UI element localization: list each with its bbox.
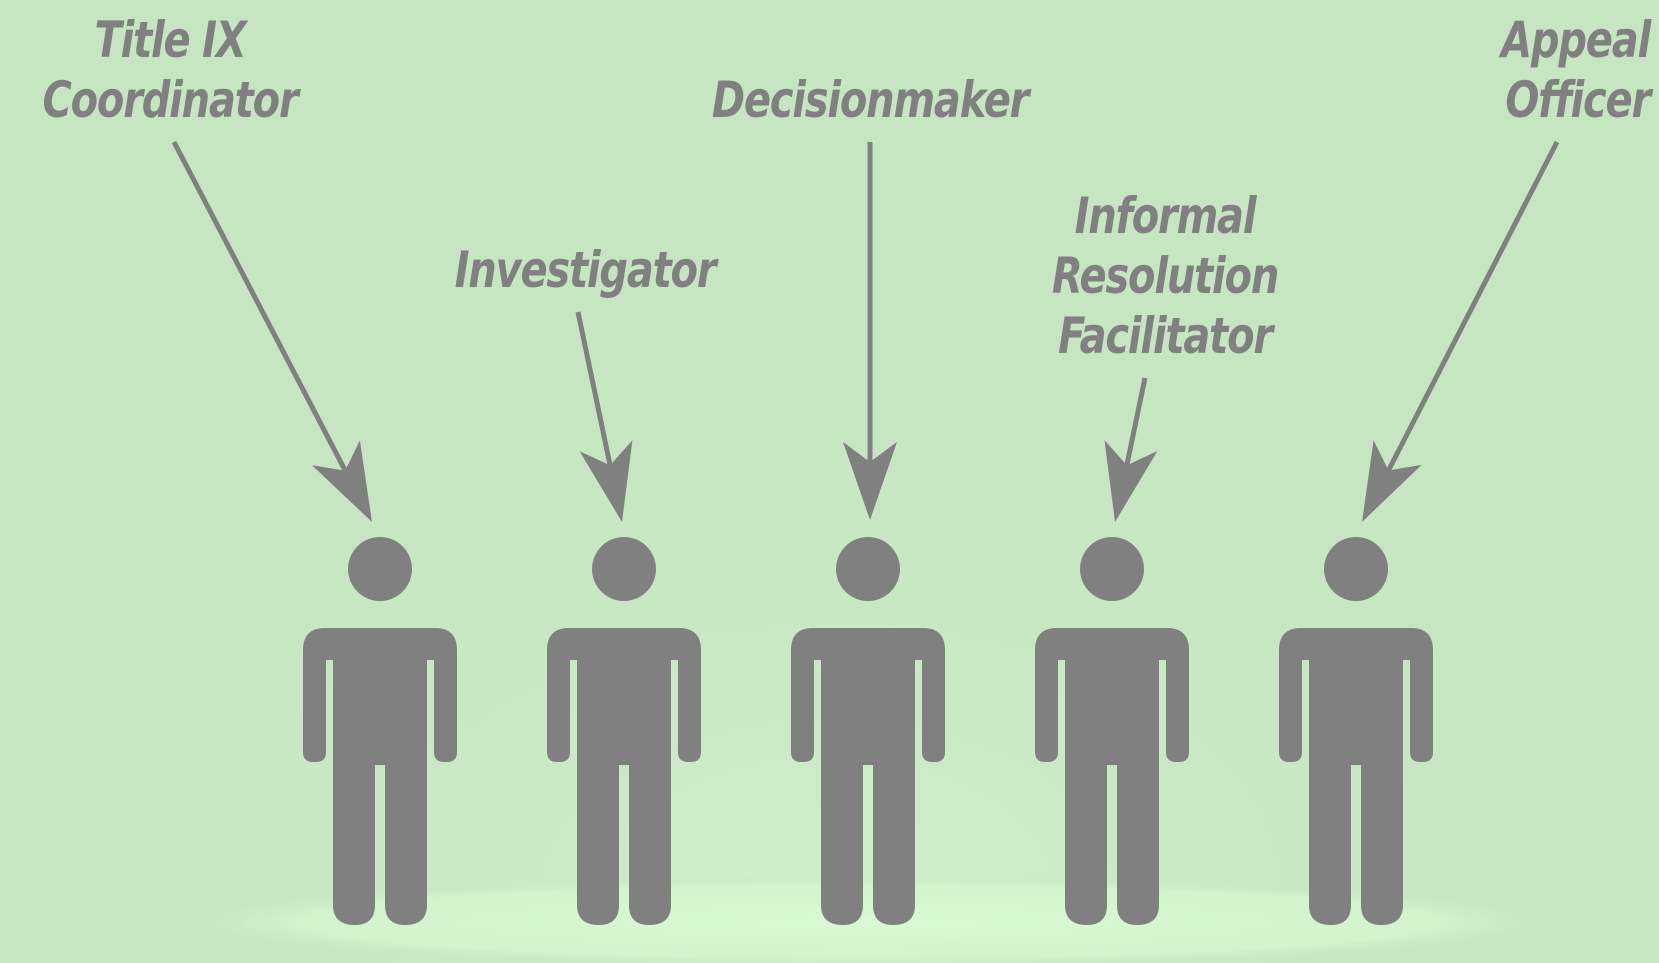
arrow-head — [579, 440, 633, 522]
person-body — [791, 628, 945, 925]
label-decisionmaker: Decisionmaker — [678, 70, 1062, 130]
person-body — [1279, 628, 1433, 925]
arrow-icon — [843, 142, 897, 520]
label-appeal-officer: Appeal Officer — [1386, 10, 1651, 130]
person-icon — [1035, 537, 1189, 925]
label-line: Facilitator — [1058, 307, 1273, 365]
label-investigator: Investigator — [433, 240, 737, 300]
label-line: Resolution — [1051, 247, 1279, 305]
person-head — [1324, 537, 1388, 601]
person-head — [348, 537, 412, 601]
label-line: Investigator — [454, 241, 717, 299]
person-icon — [303, 537, 457, 925]
arrow-head — [312, 440, 372, 522]
arrow-shaft — [1124, 377, 1148, 466]
person-body — [1035, 628, 1189, 925]
label-line: Officer — [1505, 71, 1651, 129]
person-body — [303, 628, 457, 925]
arrow-shaft — [575, 311, 613, 466]
arrow-head — [1362, 440, 1422, 522]
arrows-layer — [171, 140, 1560, 522]
label-line: Coordinator — [42, 71, 299, 129]
label-line: Decisionmaker — [711, 71, 1030, 129]
person-head — [592, 537, 656, 601]
arrow-head — [843, 442, 897, 520]
label-line: Appeal — [1501, 11, 1651, 69]
arrow-icon — [1104, 377, 1158, 522]
label-title-ix-coordinator: Title IX Coordinator — [34, 10, 306, 130]
label-line: Informal — [1074, 187, 1257, 245]
person-body — [547, 628, 701, 925]
arrow-shaft — [1386, 140, 1560, 472]
person-head — [836, 537, 900, 601]
arrow-head — [1104, 440, 1158, 522]
arrow-icon — [171, 140, 372, 522]
label-informal-resolution-facilitator: Informal Resolution Facilitator — [1037, 186, 1293, 366]
person-icon — [547, 537, 701, 925]
person-icon — [1279, 537, 1433, 925]
floor-platform — [160, 876, 1580, 963]
people-layer — [303, 537, 1433, 925]
arrow-shaft — [171, 140, 348, 472]
label-line: Title IX — [94, 11, 246, 69]
person-head — [1080, 537, 1144, 601]
arrow-icon — [1362, 140, 1560, 522]
person-icon — [791, 537, 945, 925]
arrow-icon — [575, 311, 633, 522]
